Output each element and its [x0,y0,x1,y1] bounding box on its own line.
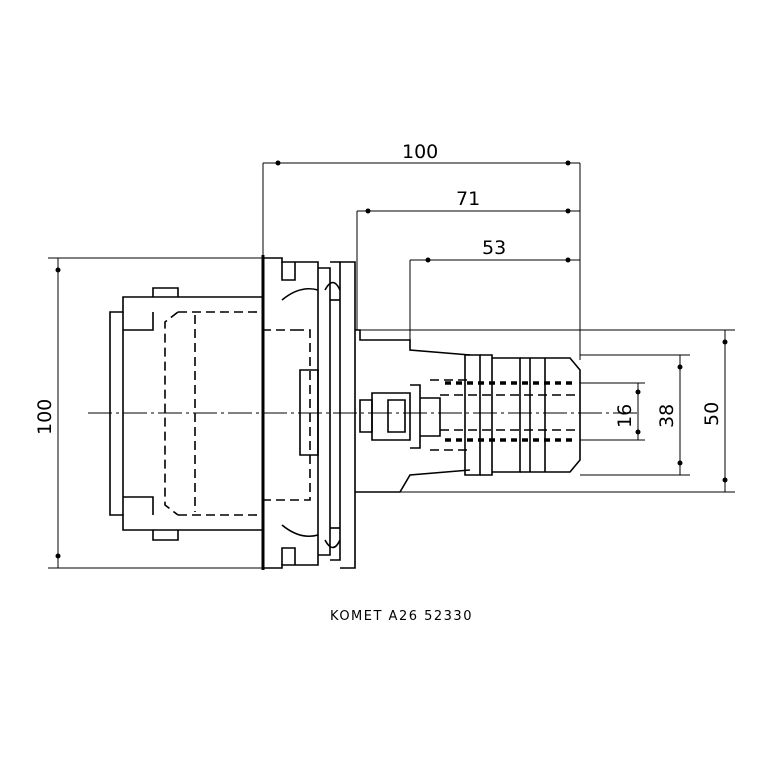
part-number-caption: KOMET A26 52330 [330,609,473,624]
collet-nut [440,354,581,476]
dim-body-diameter: 50 [701,402,723,426]
dim-flange-to-nose: 71 [456,188,480,210]
dim-nose-length: 53 [482,237,506,259]
dim-bore-diameter: 16 [614,404,636,428]
dim-flange-diameter: 100 [34,399,56,435]
dimension-lines [48,160,735,569]
dim-nose-diameter: 38 [656,404,678,428]
shank [109,287,311,541]
dim-overall-length: 100 [402,141,438,163]
nose-body [355,329,471,493]
